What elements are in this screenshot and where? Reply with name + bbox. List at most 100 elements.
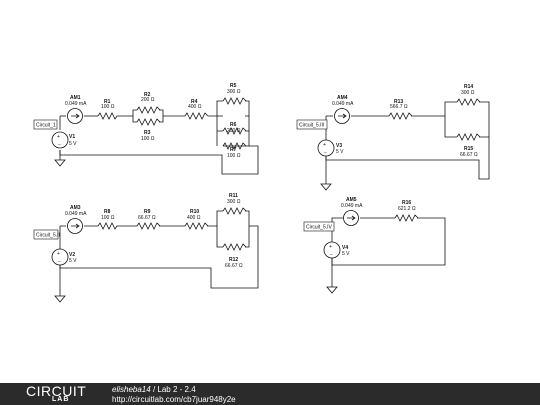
resistor-r13[interactable]	[388, 112, 413, 120]
ammeter-name: AM3	[70, 205, 81, 211]
ammeter-am5-icon[interactable]	[343, 210, 359, 226]
resistor-r5[interactable]	[222, 97, 247, 105]
circuit-1: + − Circuit_1 AM1 0.049 mA V1 5 V R1 100 …	[33, 83, 259, 175]
node-label-box[interactable]	[33, 119, 58, 130]
resistor-r8[interactable]	[97, 222, 120, 230]
circuit-title[interactable]: Lab 2 - 2.4	[157, 385, 196, 394]
resistor-value: 621.2 Ω	[398, 206, 416, 212]
resistor-r3[interactable]	[136, 118, 161, 126]
resistor-value: 100 Ω	[141, 136, 155, 142]
svg-text:+: +	[329, 244, 332, 250]
schematic: + − Circuit_1 AM1 0.049 mA V1 5 V R1 100 …	[33, 83, 490, 303]
ammeter-am4-icon[interactable]	[334, 108, 350, 124]
source-name: V3	[336, 143, 342, 149]
resistor-name: R12	[229, 257, 238, 263]
resistor-name: R1	[104, 99, 111, 105]
resistor-value: 400 Ω	[187, 215, 201, 221]
resistor-r16[interactable]	[394, 214, 419, 222]
source-value: 5 V	[342, 251, 350, 257]
resistor-value: 200 Ω	[227, 128, 241, 134]
resistor-name: R15	[464, 146, 473, 152]
resistor-value: 100 Ω	[227, 153, 241, 159]
resistor-r11[interactable]	[222, 207, 247, 215]
source-name: V2	[69, 252, 75, 258]
svg-text:−: −	[324, 150, 327, 156]
resistor-name: R9	[144, 209, 151, 215]
svg-text:+: +	[57, 134, 60, 140]
resistor-name: R5	[230, 83, 237, 89]
resistor-r2[interactable]	[136, 106, 161, 114]
ammeter-value: 0.049 mA	[341, 203, 363, 209]
source-v4-icon[interactable]	[323, 241, 341, 259]
resistor-value: 66.67 Ω	[138, 215, 156, 221]
resistor-name: R7	[230, 147, 237, 153]
author-link[interactable]: elisheba14	[112, 385, 151, 394]
resistor-name: R6	[230, 122, 237, 128]
resistor-r14[interactable]	[456, 98, 481, 106]
resistor-value: 566.7 Ω	[390, 104, 408, 110]
resistor-r4[interactable]	[184, 112, 209, 120]
ammeter-value: 0.049 mA	[65, 211, 87, 217]
resistor-name: R8	[104, 209, 111, 215]
ammeter-name: AM1	[70, 95, 81, 101]
resistor-value: 200 Ω	[141, 97, 155, 103]
node-label-box[interactable]	[33, 229, 59, 240]
circuitlab-logo-lab: LAB	[52, 396, 70, 403]
source-value: 5 V	[69, 258, 77, 264]
ammeter-value: 0.049 mA	[65, 101, 87, 107]
source-name: V1	[69, 134, 75, 140]
circuit-url[interactable]: http://circuitlab.com/cb7juar948y2e	[112, 395, 236, 404]
title-separator: /	[152, 385, 156, 394]
circuit-5-iv: +− Circuit_5.IV AM5 0.049 mA V4 5 V R16 …	[303, 197, 446, 294]
resistor-r6[interactable]	[222, 127, 247, 135]
source-v2-icon[interactable]	[51, 248, 69, 266]
ammeter-name: AM4	[337, 95, 348, 101]
source-name: V4	[342, 245, 348, 251]
resistor-name: R14	[464, 84, 473, 90]
source-value: 5 V	[336, 149, 344, 155]
resistor-value: 66.67 Ω	[460, 152, 478, 158]
resistor-value: 66.67 Ω	[225, 263, 243, 269]
ammeter-am1-icon[interactable]	[67, 108, 83, 124]
svg-text:−: −	[58, 142, 61, 148]
resistor-name: R2	[144, 92, 151, 98]
resistor-name: R11	[229, 193, 238, 199]
resistor-name: R4	[191, 99, 198, 105]
resistor-r10[interactable]	[184, 222, 209, 230]
node-label-box[interactable]	[296, 119, 328, 130]
source-v3-icon[interactable]	[317, 139, 335, 157]
circuit-5-iii: + − Circuit_5.III AM4 0.049 mA V3 5 V R13…	[296, 84, 490, 191]
resistor-r12[interactable]	[222, 243, 247, 251]
circuit-title-line: elisheba14 / Lab 2 - 2.4	[112, 385, 196, 394]
source-value: 5 V	[69, 141, 77, 147]
node-label: Circuit_1	[36, 123, 56, 129]
resistor-r7[interactable]	[222, 142, 247, 150]
resistor-r15[interactable]	[456, 133, 481, 141]
resistor-value: 300 Ω	[461, 90, 475, 96]
node-label: Circuit_5.IV	[306, 225, 333, 231]
node-label: Circuit_5.II	[36, 233, 60, 239]
resistor-name: R13	[394, 99, 403, 105]
circuitlab-logo[interactable]: CIRCUIT	[26, 383, 87, 399]
resistor-r9[interactable]	[136, 222, 161, 230]
ammeter-value: 0.049 mA	[332, 101, 354, 107]
resistor-name: R3	[144, 130, 151, 136]
node-label: Circuit_5.III	[299, 123, 324, 129]
svg-text:+: +	[323, 142, 326, 148]
ammeter-name: AM5	[346, 197, 357, 203]
svg-text:−: −	[58, 259, 61, 265]
resistor-value: 100 Ω	[101, 215, 115, 221]
resistor-name: R10	[190, 209, 199, 215]
svg-text:−: −	[330, 252, 333, 258]
ammeter-am3-icon[interactable]	[67, 218, 83, 234]
node-label-box[interactable]	[303, 221, 335, 232]
svg-text:+: +	[57, 251, 60, 257]
source-v1-icon[interactable]	[51, 131, 69, 149]
resistor-r1[interactable]	[97, 112, 120, 120]
resistor-value: 100 Ω	[101, 104, 115, 110]
footer-bar: CIRCUIT LAB elisheba14 / Lab 2 - 2.4 htt…	[0, 383, 540, 405]
resistor-value: 300 Ω	[227, 89, 241, 95]
resistor-value: 300 Ω	[227, 199, 241, 205]
circuit-5-ii: + − Circuit_5.II AM3 0.049 mA V2 5 V R8 1…	[33, 193, 259, 303]
